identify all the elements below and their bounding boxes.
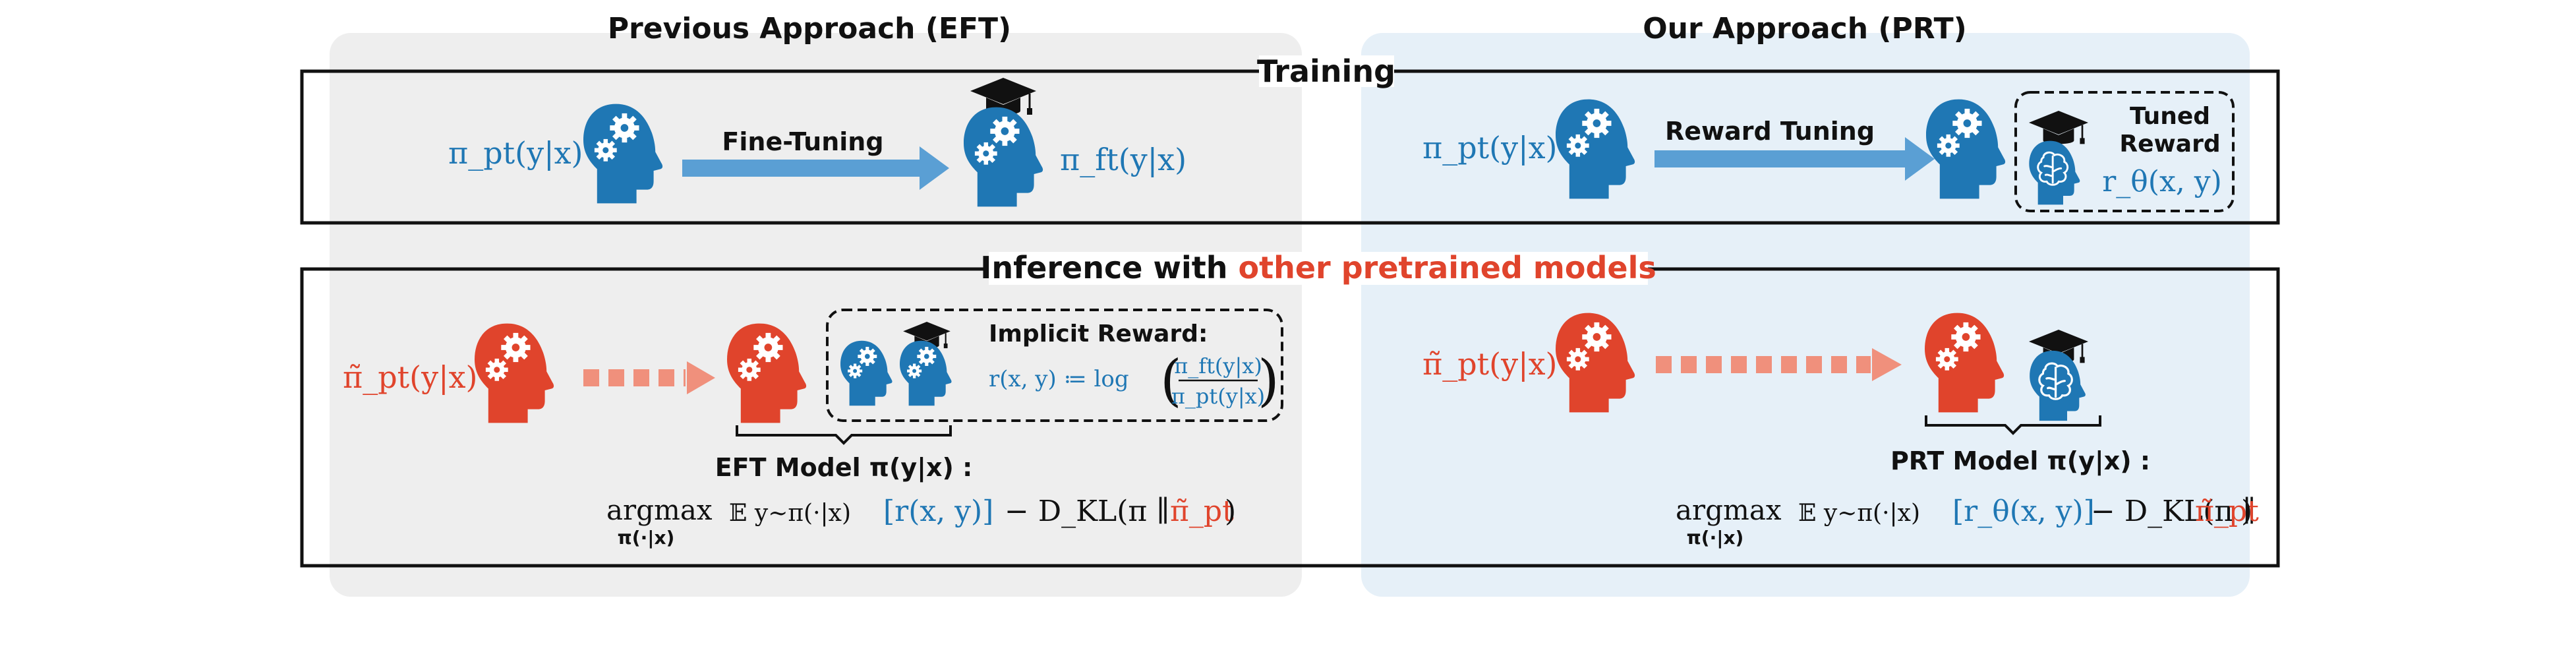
solid-arrow-icon: [1654, 137, 1935, 181]
header-our-approach: Our Approach (PRT): [1643, 12, 1967, 45]
prt-obj-close: ): [2241, 495, 2252, 528]
eft-obj-reward: [r(x, y)]: [883, 495, 993, 528]
implicit-frac-den: π_pt(y|x): [1171, 384, 1265, 409]
tuned-reward-title-2: Reward: [2119, 131, 2220, 158]
panel-previous-approach: [330, 33, 1302, 597]
prt-obj-argmax: argmax: [1676, 494, 1782, 526]
dashed-arrow-head: [687, 361, 715, 394]
training-title-bg: [1259, 55, 1394, 87]
header-previous-approach: Previous Approach (EFT): [608, 12, 1011, 45]
training-left-pi-pt: π_pt(y|x): [448, 135, 583, 171]
prt-obj-kl: − D_KL(π ∥: [2091, 495, 2256, 528]
implicit-frac-paren-open: (: [1160, 348, 1182, 413]
eft-model-label: EFT Model π(y|x) :: [715, 453, 973, 483]
eft-obj-argmax: argmax: [606, 494, 713, 526]
prt-obj-sub: π(·|x): [1687, 527, 1744, 549]
implicit-frac-paren-close: ): [1258, 348, 1279, 413]
inference-title-prefix: Inference with: [980, 250, 1238, 286]
prt-obj-expect: 𝔼 y∼π(·|x): [1798, 500, 1920, 527]
implicit-frac-num: π_ft(y|x): [1174, 353, 1262, 378]
inference-left-pi-tilde: π̃_pt(y|x): [343, 359, 477, 395]
implicit-reward-title: Implicit Reward:: [989, 320, 1208, 347]
implicit-reward-box: [826, 309, 1283, 422]
inference-title: Inference with other pretrained models: [980, 250, 1656, 286]
eft-obj-sub: π(·|x): [618, 527, 675, 549]
fine-tuning-label: Fine-Tuning: [722, 127, 883, 156]
eft-brace: [736, 425, 952, 445]
inference-title-highlight: other pretrained models: [1238, 250, 1656, 286]
eft-obj-expect: 𝔼 y∼π(·|x): [729, 500, 851, 527]
prt-model-label: PRT Model π(y|x) :: [1890, 446, 2150, 476]
eft-obj-kl: − D_KL(π ∥: [1005, 495, 1170, 528]
inference-right-pi-tilde: π̃_pt(y|x): [1422, 346, 1557, 382]
reward-tuning-label: Reward Tuning: [1665, 117, 1875, 146]
tuned-reward-title-1: Tuned: [2130, 103, 2210, 130]
eft-objective: argmax π(·|x) 𝔼 y∼π(·|x) [r(x, y)] − D_K…: [606, 494, 1236, 549]
eft-obj-close: ): [1225, 495, 1236, 528]
inference-title-bg: [989, 252, 1648, 285]
prt-obj-reward: [r_θ(x, y)]: [1952, 495, 2095, 528]
prt-brace: [1925, 415, 2101, 435]
solid-arrow-icon: [682, 146, 949, 190]
prt-obj-pi-tilde: π̃_pt: [2195, 495, 2259, 528]
training-right-pi-pt: π_pt(y|x): [1422, 130, 1557, 166]
tuned-reward-formula: r_θ(x, y): [2102, 165, 2222, 198]
training-left-pi-ft: π_ft(y|x): [1060, 142, 1186, 177]
eft-obj-pi-tilde: π̃_pt: [1170, 495, 1234, 528]
tuned-reward-box: [2014, 91, 2235, 212]
prt-objective: argmax π(·|x) 𝔼 y∼π(·|x) [r_θ(x, y)] − D…: [1676, 494, 2259, 549]
dashed-arrow-head: [1872, 348, 1902, 381]
training-title: Training: [1257, 53, 1395, 89]
implicit-reward-lhs: r(x, y) ≔ log: [989, 366, 1129, 392]
